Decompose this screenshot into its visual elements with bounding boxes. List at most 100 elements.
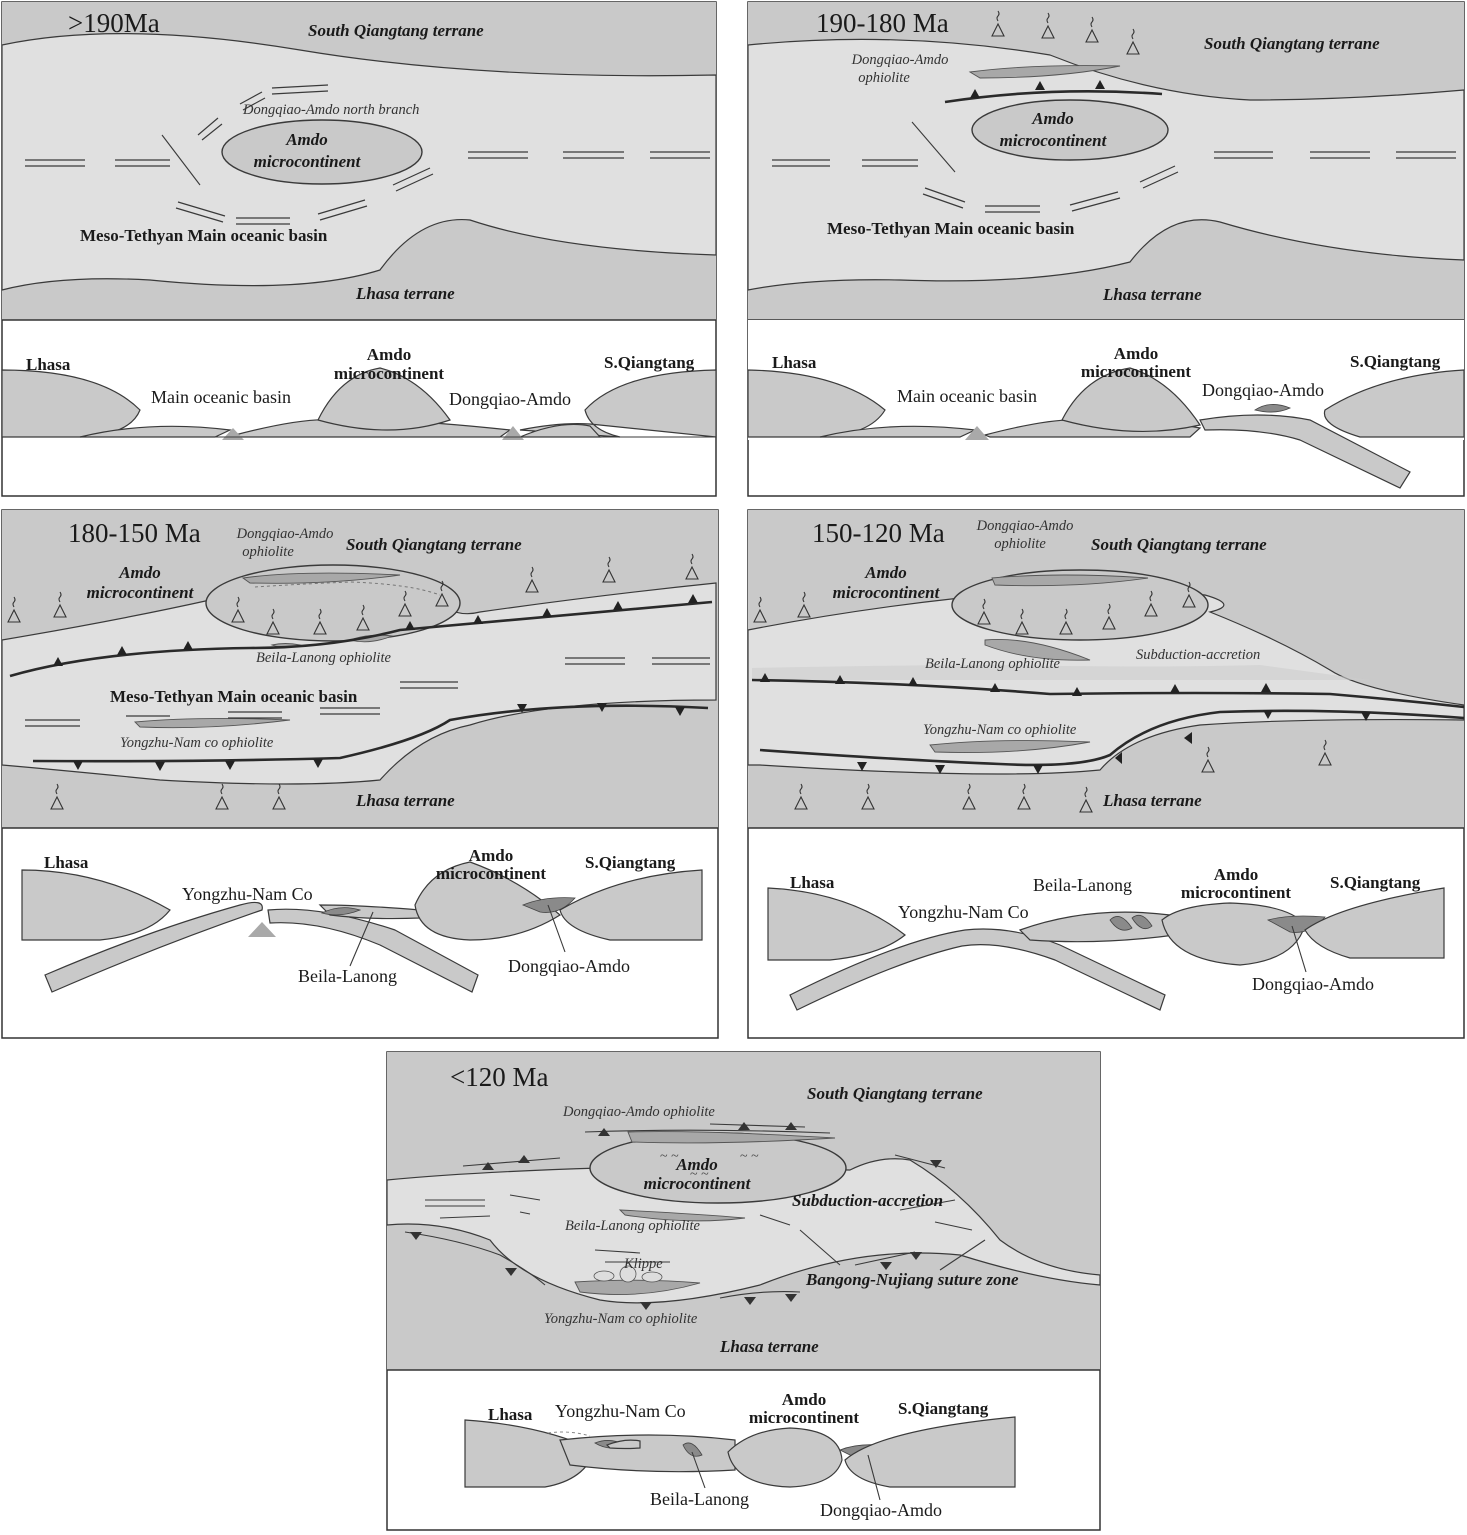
ocean-basin — [747, 38, 1465, 291]
ophiolite-label-1: Dongqiao-Amdo — [851, 52, 949, 68]
ophiolite-label: Dongqiao-Amdo ophiolite — [562, 1104, 715, 1120]
section-yongzhu-label: Yongzhu-Nam Co — [182, 884, 313, 904]
north-terrane-label: South Qiangtang terrane — [346, 535, 522, 554]
section-branch-label: Dongqiao-Amdo — [1202, 380, 1324, 400]
beila-label: Beila-Lanong ophiolite — [925, 656, 1060, 672]
beila-label: Beila-Lanong ophiolite — [565, 1218, 700, 1234]
ophiolite-label-2: ophiolite — [242, 544, 294, 560]
cross-section — [21, 861, 703, 993]
micro-label-2: microcontinent — [87, 583, 195, 602]
age-label: >190Ma — [68, 8, 160, 38]
section-micro-label-2: microcontinent — [1181, 883, 1292, 902]
branch-label: Dongqiao-Amdo north branch — [242, 102, 419, 118]
north-terrane-label: South Qiangtang terrane — [1204, 34, 1380, 53]
plan-view-map — [1, 2, 717, 321]
yongzhu-label: Yongzhu-Nam co ophiolite — [120, 735, 274, 751]
section-micro-label-1: Amdo — [469, 846, 513, 865]
south-terrane-label: Lhasa terrane — [719, 1337, 819, 1356]
cross-section — [747, 320, 1465, 489]
south-terrane-label: Lhasa terrane — [355, 791, 455, 810]
micro-label-2: microcontinent — [833, 583, 941, 602]
section-left-label: Lhasa — [772, 353, 817, 372]
section-micro-label-1: Amdo — [1214, 865, 1258, 884]
section-micro-label-1: Amdo — [367, 345, 411, 364]
spreading-ridges — [25, 84, 710, 225]
south-terrane-label: Lhasa terrane — [1102, 791, 1202, 810]
section-right-label: S.Qiangtang — [1350, 352, 1441, 371]
cross-section — [464, 1416, 1016, 1488]
section-beila-label: Beila-Lanong — [298, 966, 397, 986]
micro-label-1: Amdo — [864, 563, 907, 582]
section-micro-label-1: Amdo — [782, 1390, 826, 1409]
section-dongqiao-label: Dongqiao-Amdo — [508, 956, 630, 976]
age-label: <120 Ma — [450, 1062, 548, 1092]
section-micro-label-2: microcontinent — [436, 864, 547, 883]
panel-120ma: ~ ~ ~ ~ ~ ~ <120 Ma South Qiangtang terr… — [386, 1051, 1101, 1531]
section-beila-label: Beila-Lanong — [650, 1489, 749, 1509]
basin-label: Meso-Tethyan Main oceanic basin — [827, 219, 1075, 238]
micro-label-2: microcontinent — [1000, 131, 1108, 150]
klippe-label: Klippe — [623, 1256, 663, 1272]
plan-view-map: ~ ~ ~ ~ ~ ~ — [386, 1052, 1101, 1371]
svg-text:~ ~: ~ ~ — [690, 1167, 709, 1182]
section-branch-label: Dongqiao-Amdo — [449, 389, 571, 409]
section-left-label: Lhasa — [790, 873, 835, 892]
plan-view-map — [1, 510, 718, 829]
ophiolite-label-2: ophiolite — [994, 536, 1046, 552]
section-left-label: Lhasa — [26, 355, 71, 374]
suture-label: Bangong-Nujiang suture zone — [805, 1270, 1019, 1289]
spreading-ridges — [772, 121, 1456, 213]
yongzhu-label: Yongzhu-Nam co ophiolite — [923, 722, 1077, 738]
thrust-line — [944, 90, 1163, 104]
northern-thrust — [751, 678, 1465, 709]
section-right-label: S.Qiangtang — [585, 853, 676, 872]
section-basin-label: Main oceanic basin — [897, 386, 1037, 406]
section-right-label: S.Qiangtang — [1330, 873, 1421, 892]
accretion-label: Subduction-accretion — [1136, 647, 1260, 663]
section-basin-label: Main oceanic basin — [151, 387, 291, 407]
southern-thrust — [759, 709, 1465, 767]
section-left-label: Lhasa — [44, 853, 89, 872]
panel-180-150ma: 180-150 Ma South Qiangtang terrane Lhasa… — [1, 509, 719, 1039]
plan-view-map — [747, 510, 1465, 829]
north-terrane-label: South Qiangtang terrane — [807, 1084, 983, 1103]
section-micro-label-2: microcontinent — [749, 1408, 860, 1427]
age-label: 180-150 Ma — [68, 518, 201, 548]
micro-label-1: Amdo — [675, 1155, 718, 1174]
amdo-microcontinent — [205, 564, 461, 642]
yongzhu-ophiolite — [929, 740, 1091, 753]
amdo-microcontinent — [971, 99, 1169, 161]
south-terrane-label: Lhasa terrane — [355, 284, 455, 303]
micro-label-1: Amdo — [285, 130, 328, 149]
svg-text:~ ~: ~ ~ — [660, 1149, 679, 1164]
micro-label-1: Amdo — [1031, 109, 1074, 128]
beila-ophiolite-body — [984, 639, 1091, 661]
section-left-label: Lhasa — [488, 1405, 533, 1424]
section-dongqiao-label: Dongqiao-Amdo — [820, 1500, 942, 1520]
beila-label: Beila-Lanong ophiolite — [256, 650, 391, 666]
cross-section — [1, 367, 717, 440]
age-label: 190-180 Ma — [816, 8, 949, 38]
yongzhu-ophiolite — [574, 1279, 701, 1296]
ophiolite-label-2: ophiolite — [858, 70, 910, 86]
dongqiao-ophiolite — [627, 1131, 836, 1144]
micro-label-1: Amdo — [118, 563, 161, 582]
north-terrane-label: South Qiangtang terrane — [1091, 535, 1267, 554]
north-terrane-label: South Qiangtang terrane — [308, 21, 484, 40]
northern-thrust — [9, 600, 713, 678]
dongqiao-ophiolite — [991, 574, 1149, 587]
yongzhu-ophiolite — [134, 717, 291, 729]
section-yongzhu-label: Yongzhu-Nam Co — [555, 1401, 686, 1421]
south-terrane-label: Lhasa terrane — [1102, 285, 1202, 304]
section-dongqiao-label: Dongqiao-Amdo — [1252, 974, 1374, 994]
thrust-fragments — [404, 1194, 986, 1299]
section-right-label: S.Qiangtang — [898, 1399, 989, 1418]
basin-label: Meso-Tethyan Main oceanic basin — [110, 687, 358, 706]
section-right-label: S.Qiangtang — [604, 353, 695, 372]
micro-label-2: microcontinent — [254, 152, 362, 171]
section-yongzhu-label: Yongzhu-Nam Co — [898, 902, 1029, 922]
dongqiao-ophiolite — [241, 572, 401, 584]
yongzhu-label: Yongzhu-Nam co ophiolite — [544, 1311, 698, 1327]
beila-ophiolite-body — [618, 1209, 746, 1222]
